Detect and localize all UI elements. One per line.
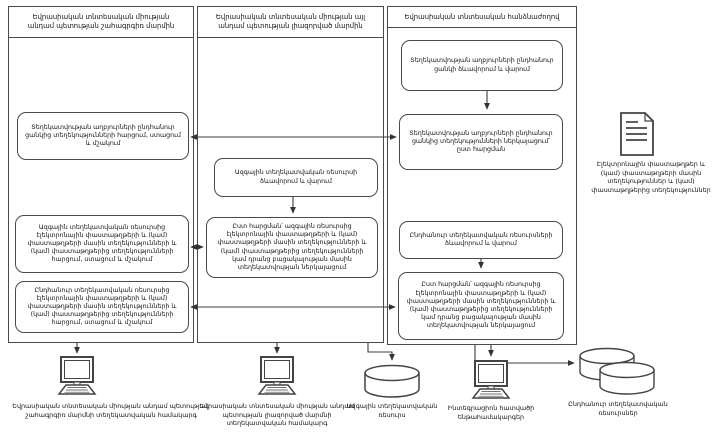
document-icon xyxy=(618,111,656,161)
database-icon xyxy=(363,364,421,402)
lane-header: Եվրասիական տնտեսական միության անդամ պետո… xyxy=(9,7,193,38)
computer-icon xyxy=(468,360,514,408)
label-interested-body-system: Եվրասիական տնտեսական միության անդամ պետո… xyxy=(12,402,210,419)
process-provide-documents: Ըստ հարցման՝ ազգային ռեսուրսից էլեկտրոնա… xyxy=(398,272,564,340)
process-request-common-list: Տեղեկատվության աղբյուրների ընդհանուր ցան… xyxy=(17,112,189,160)
label-integration-subsystems: Ինտեգրացիոն հատվածի ենթահամակարգեր xyxy=(447,404,535,421)
label-common-resources: Ընդհանուր տեղեկատվական ռեսուրսներ xyxy=(568,400,668,417)
lane-header: Եվրասիական տնտեսական միության այլ անդամ … xyxy=(198,7,383,38)
computer-icon xyxy=(254,356,300,404)
computer-icon xyxy=(54,356,100,404)
process-maintain-common-list: Տեղեկատվության աղբյուրների ընդհանուր ցան… xyxy=(401,40,563,91)
databases-icon xyxy=(578,347,656,409)
lane-header: Եվրասիական տնտեսական հանձնաժողով xyxy=(388,7,576,28)
process-request-national-resource: Ազգային տեղեկատվական ռեսուրսից էլեկտրոնա… xyxy=(15,215,189,273)
process-provide-from-common-list: Տեղեկատվության աղբյուրների ընդհանուր ցան… xyxy=(399,114,563,170)
process-request-common-resource: Ընդհանուր տեղեկատվական ռեսուրսից էլեկտրո… xyxy=(15,281,189,333)
label-national-resource: Ազգային տեղեկատվական ռեսուրս xyxy=(346,402,438,419)
label-authorized-body-system: Եվրասիական տնտեսական միության անդամ պետո… xyxy=(199,402,355,428)
process-maintain-common-resources: Ընդհանուր տեղեկատվական ռեսուրսների ձևավո… xyxy=(399,221,563,259)
process-provide-from-national-resource: Ըստ հարցման՝ ազգային ռեսուրսից էլեկտրոնա… xyxy=(206,217,378,278)
process-maintain-national-resource: Ազգային տեղեկատվական ռեսուրսի ձևավորում … xyxy=(214,158,378,197)
side-note-electronic-documents: Էլեկտրոնային փաստաթղթեր և (կամ) փաստաթղթ… xyxy=(591,160,711,194)
